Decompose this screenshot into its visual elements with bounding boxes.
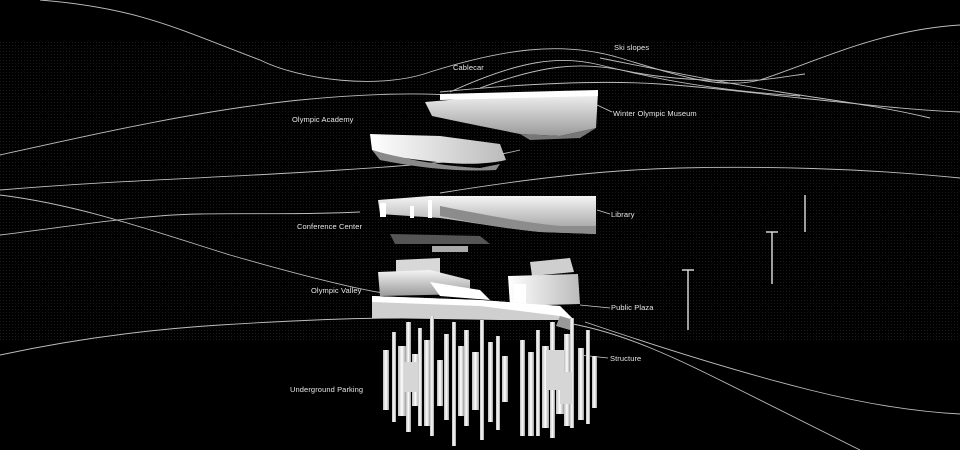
cablecar-line [449,59,806,93]
structure-columns [383,316,597,446]
upper-right-line [439,166,960,194]
plaza-line [584,321,960,415]
parking-column [444,334,449,420]
label-olympic-academy: Olympic Academy [292,115,354,124]
label-olympic-valley: Olympic Valley [311,286,362,295]
parking-column [472,352,479,410]
label-library: Library [611,210,635,219]
library-volume [378,196,596,252]
mountain-ridge-line [39,0,960,84]
parking-column [392,332,396,422]
parking-column [520,340,525,436]
parking-column [383,350,389,410]
parking-column [496,336,500,430]
slope-line-1 [0,93,461,156]
lower-left-line [0,317,401,356]
parking-column [528,352,534,436]
library-line [0,211,361,236]
height-markers [682,195,806,330]
parking-column [488,342,493,422]
parking-column [464,330,469,426]
label-cablecar: Cablecar [453,63,484,72]
parking-core [404,362,418,392]
slope-line-2 [439,81,960,113]
parking-column [542,346,549,428]
parking-column [502,356,508,402]
parking-column [536,330,540,436]
label-underground-parking: Underground Parking [290,385,364,394]
parking-column [437,360,443,406]
parking-column [424,340,430,426]
winter-olympic-museum-volume [425,90,598,140]
parking-column [458,346,464,416]
plaza-slab [372,296,574,330]
label-conference-center: Conference Center [297,222,363,231]
label-winter-olympic-museum: Winter Olympic Museum [613,109,697,118]
parking-column [592,356,597,408]
label-ski-slopes: Ski slopes [614,43,650,52]
parking-column [480,320,484,440]
label-structure: Structure [610,354,642,363]
olympic-academy-volume [370,134,506,171]
parking-column [398,346,406,416]
parking-column [452,322,456,446]
parking-core [560,372,572,404]
parking-column [418,328,422,426]
parking-core [546,350,564,390]
olympic-valley-volume [378,258,490,300]
public-plaza-volume [508,258,580,306]
ski-line-1 [479,65,801,97]
valley-line [0,194,391,295]
parking-column [578,348,584,420]
parking-column [430,316,434,436]
parking-column [586,330,590,424]
structure-line [559,321,861,450]
ski-line-2 [599,57,931,119]
label-public-plaza: Public Plaza [611,303,654,312]
